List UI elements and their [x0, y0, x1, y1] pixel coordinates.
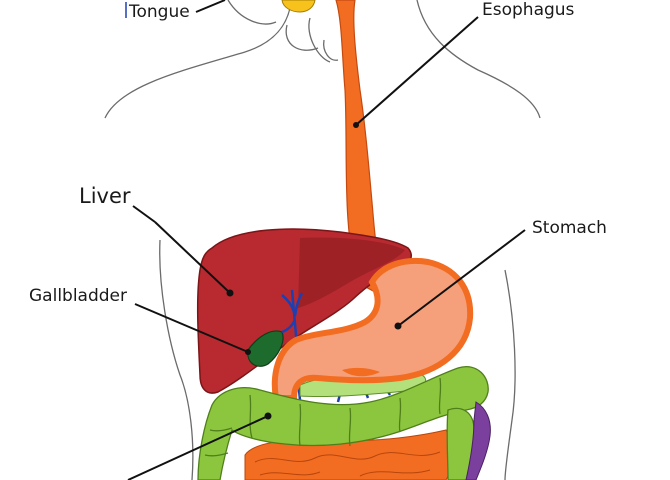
- stomach: [271, 257, 474, 401]
- rectum: [465, 401, 491, 480]
- esophagus-label: Esophagus: [482, 0, 575, 20]
- stomach-label: Stomach: [532, 218, 607, 238]
- gallbladder: [247, 330, 284, 367]
- large-intestine: [197, 366, 489, 480]
- tongue-label: Tongue: [129, 2, 190, 22]
- gallbladder-label: Gallbladder: [29, 286, 127, 306]
- leader-lines: [127, 0, 526, 480]
- liver-label: Liver: [79, 184, 131, 208]
- leader-dots: [226, 122, 402, 420]
- body-outline: [104, 0, 541, 480]
- tongue: [281, 0, 316, 13]
